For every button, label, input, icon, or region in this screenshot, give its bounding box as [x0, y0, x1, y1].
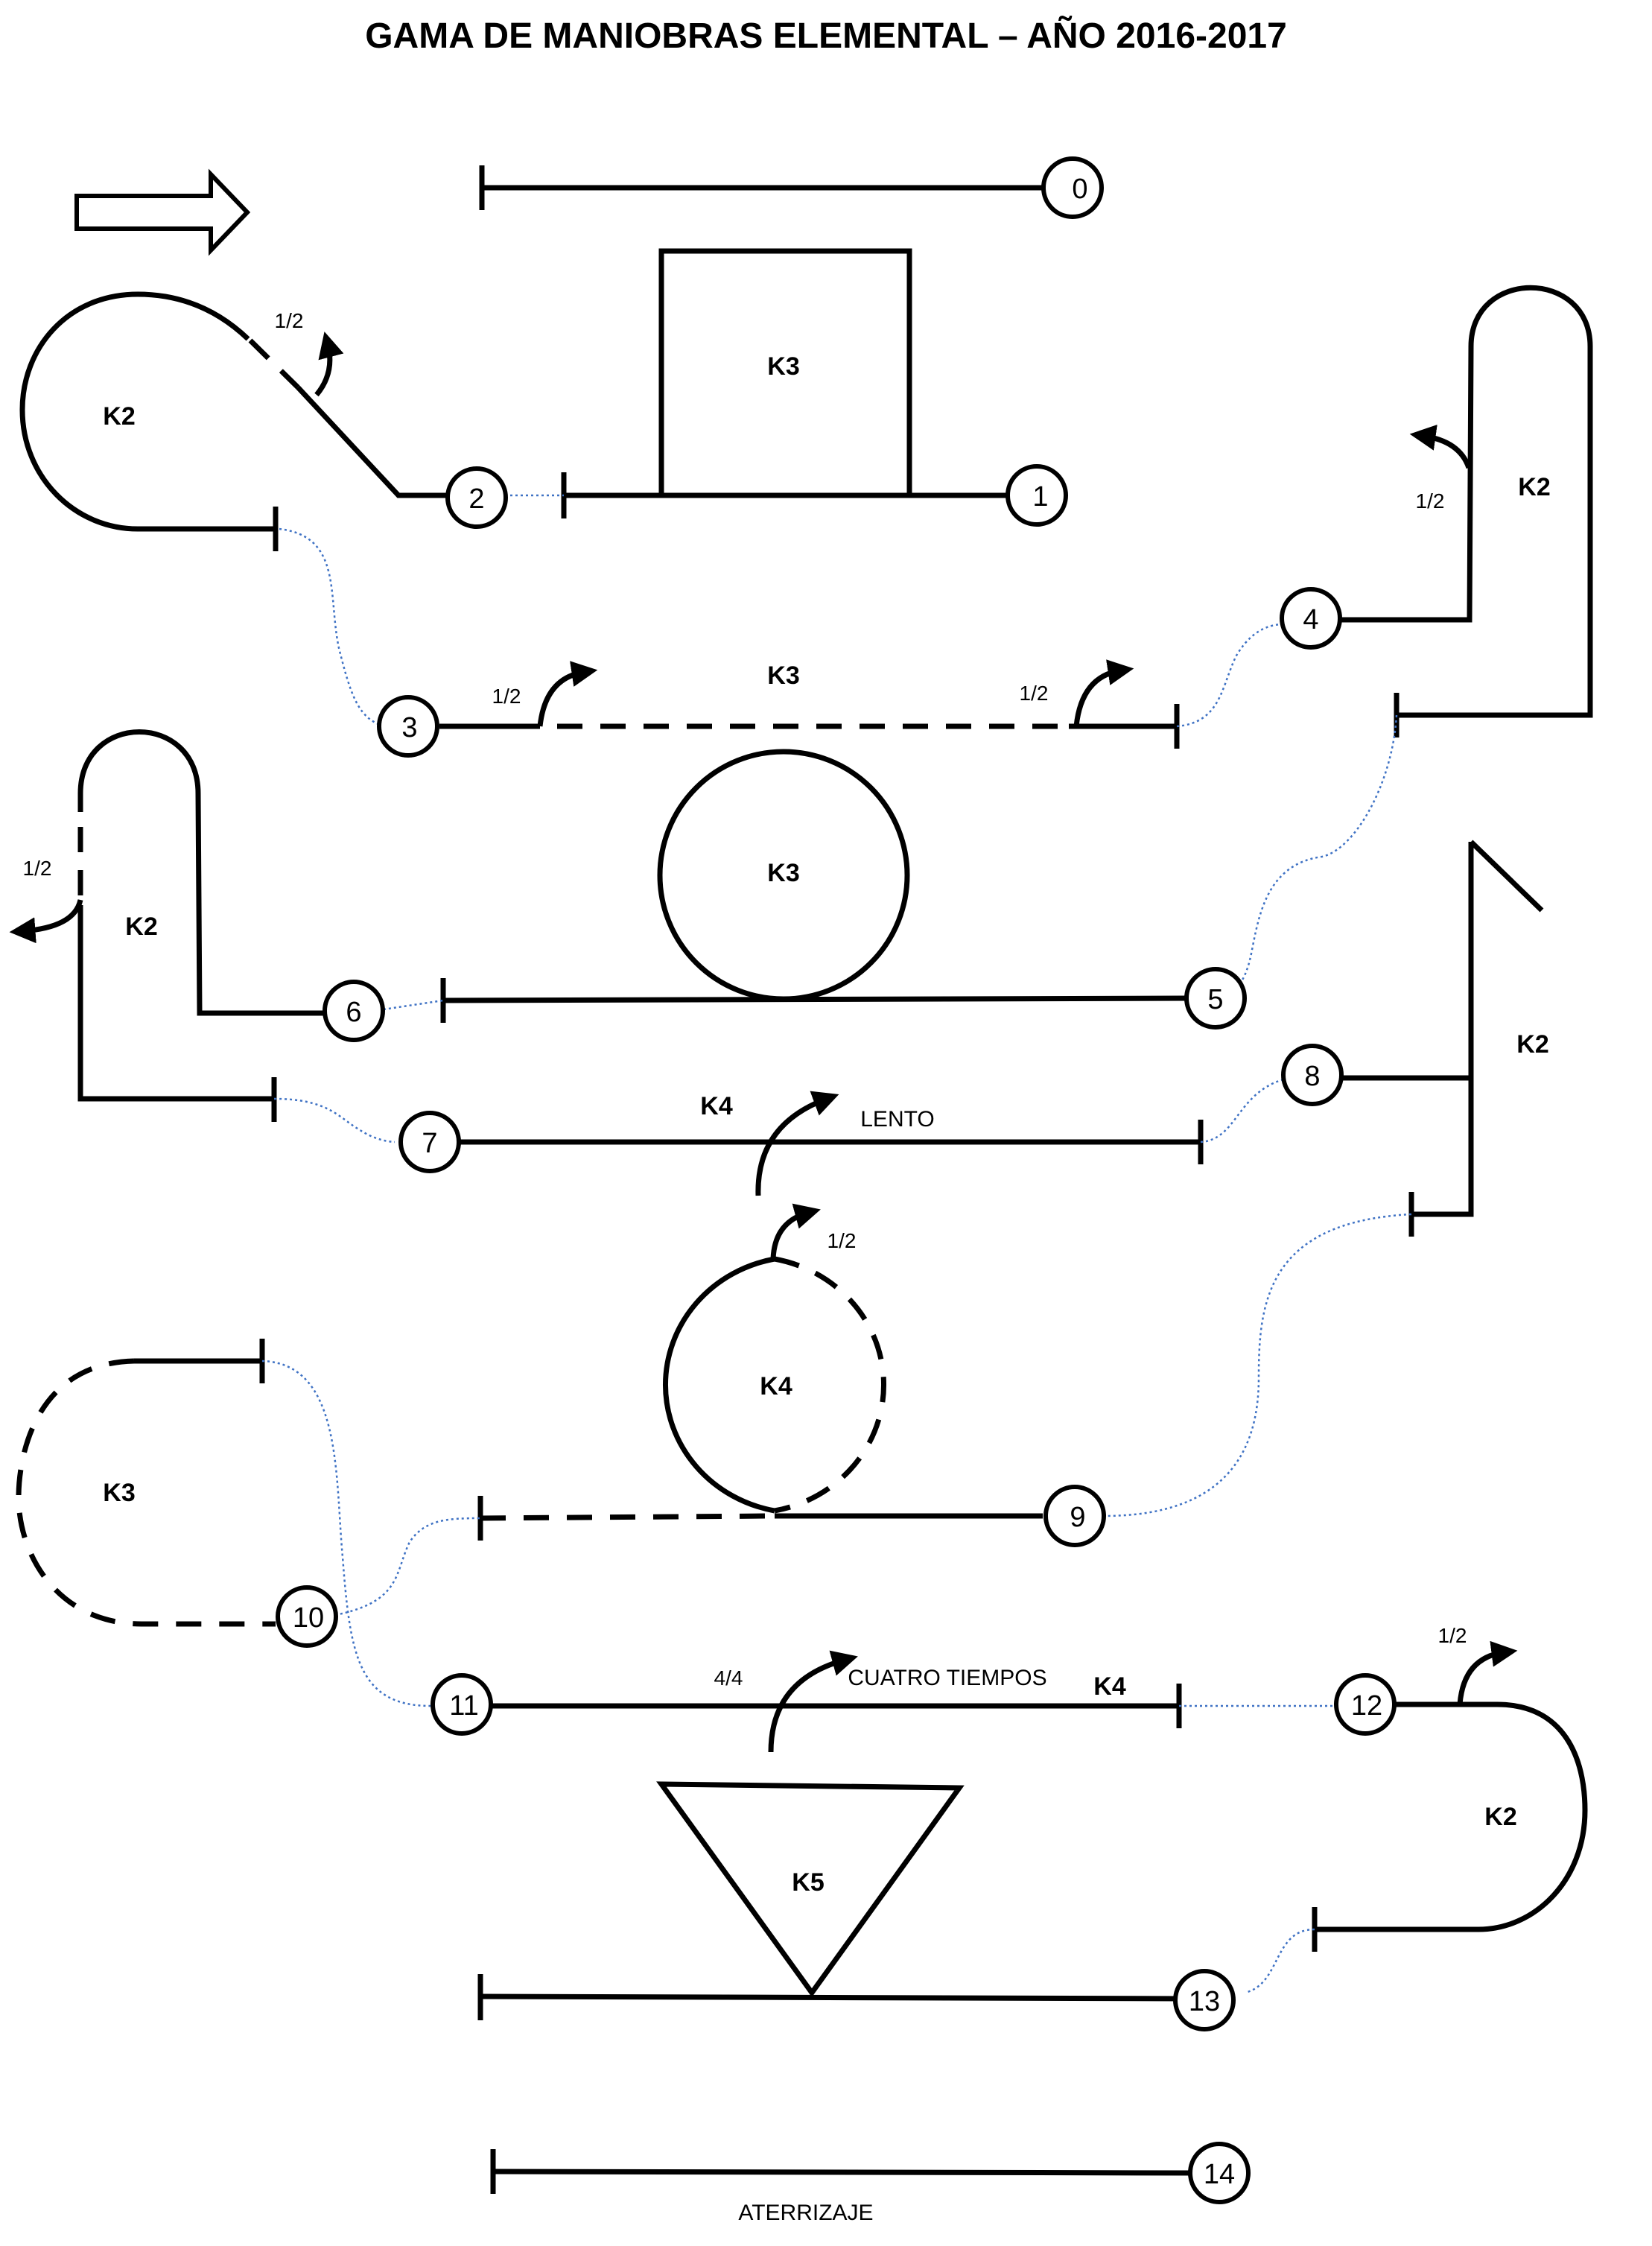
half-turn-label: 1/2 — [1020, 682, 1049, 705]
k5-triangle-label: K5 — [792, 1868, 824, 1897]
curved-turn-arrow-icon — [755, 1091, 839, 1196]
station-4: 4 — [1280, 587, 1342, 650]
curved-turn-arrow-icon — [1409, 425, 1472, 469]
k5-triangle-maneuver — [477, 1781, 1185, 2020]
station-14: 14 — [1188, 2142, 1251, 2204]
station-10: 10 — [276, 1585, 338, 1648]
station-6: 6 — [323, 980, 385, 1042]
half-turn-label: 1/2 — [827, 1229, 857, 1252]
k3-circle-label: K3 — [767, 859, 799, 887]
right-arrow-outline-icon — [74, 168, 251, 256]
lento-label: LENTO — [860, 1107, 934, 1132]
landing-line — [490, 2149, 1196, 2194]
k4-line-label: K4 — [700, 1092, 733, 1120]
k2-hairpin-left-mid — [77, 729, 328, 1122]
station-14-number: 14 — [1204, 2159, 1235, 2190]
k3-left-bottom-label: K3 — [103, 1479, 135, 1507]
k2-teardrop-top-left — [19, 291, 447, 551]
curved-turn-arrow-icon — [314, 331, 344, 397]
half-turn-label: 1/2 — [492, 685, 521, 708]
k3-left-bottom-maneuver — [16, 1339, 276, 1627]
station-12-number: 12 — [1351, 1690, 1382, 1722]
station-2: 2 — [445, 466, 508, 529]
curved-turn-arrow-icon — [537, 661, 598, 727]
k3-circle-maneuver — [440, 749, 1189, 1023]
k3-square-maneuver — [561, 248, 1007, 518]
half-turn-label: 1/2 — [23, 857, 52, 880]
station-0: 0 — [1041, 156, 1104, 219]
station-7: 7 — [398, 1111, 461, 1173]
station-2-number: 2 — [468, 483, 484, 515]
half-turn-label: 1/2 — [1416, 489, 1445, 513]
k2-right-mid-maneuver — [1341, 840, 1544, 1237]
k4-circle-label: K4 — [760, 1372, 792, 1400]
connector-paths — [261, 494, 1412, 1993]
maneuver-0-line — [479, 165, 1043, 210]
station-8: 8 — [1281, 1044, 1344, 1106]
k4-circle-maneuver — [477, 1256, 1043, 1541]
station-9: 9 — [1043, 1485, 1106, 1547]
k2-top-left-label: K2 — [103, 402, 135, 431]
station-4-number: 4 — [1303, 604, 1318, 635]
station-8-number: 8 — [1304, 1061, 1320, 1092]
station-10-number: 10 — [293, 1602, 324, 1634]
station-7-number: 7 — [422, 1128, 437, 1159]
station-3-number: 3 — [401, 712, 417, 743]
page-title: GAMA DE MANIOBRAS ELEMENTAL – AÑO 2016-2… — [365, 15, 1287, 56]
k2-right-bottom-label: K2 — [1484, 1803, 1516, 1831]
station-11: 11 — [431, 1673, 493, 1736]
curved-turn-arrow-icon — [1073, 659, 1134, 727]
k3-line-3-4 — [439, 704, 1180, 749]
station-1: 1 — [1006, 464, 1068, 527]
station-1-number: 1 — [1032, 481, 1048, 513]
station-5-number: 5 — [1207, 984, 1223, 1015]
k2-right-mid-label: K2 — [1516, 1030, 1548, 1059]
k4-line-label: K4 — [1093, 1672, 1126, 1701]
station-3: 3 — [377, 695, 439, 758]
station-9-number: 9 — [1070, 1502, 1085, 1533]
station-5: 5 — [1184, 967, 1247, 1030]
curved-turn-arrow-icon — [770, 1203, 821, 1260]
k2-right-bottom-maneuver — [1312, 1701, 1588, 1952]
curved-turn-arrow-icon — [1457, 1640, 1518, 1705]
k4-line-11 — [492, 1684, 1182, 1728]
half-turn-label: 1/2 — [275, 309, 304, 332]
four-four-label: 4/4 — [714, 1666, 743, 1690]
k2-hairpin-top-right — [1341, 285, 1593, 737]
station-13: 13 — [1173, 1969, 1236, 2031]
k2-top-right-label: K2 — [1518, 473, 1550, 501]
curved-turn-arrow-icon — [768, 1650, 858, 1753]
k3-square-label: K3 — [767, 352, 799, 381]
half-turn-label: 1/2 — [1438, 1624, 1467, 1647]
k2-left-mid-label: K2 — [125, 913, 157, 941]
cuatro-tiempos-label: CUATRO TIEMPOS — [848, 1666, 1046, 1690]
aterrizaje-label: ATERRIZAJE — [738, 2201, 873, 2225]
station-13-number: 13 — [1189, 1986, 1220, 2017]
curved-turn-arrow-icon — [9, 899, 83, 944]
station-11-number: 11 — [449, 1690, 478, 1722]
station-0-number: 0 — [1072, 174, 1087, 205]
k3-line-label: K3 — [767, 662, 799, 690]
station-6-number: 6 — [346, 997, 361, 1028]
station-12: 12 — [1334, 1673, 1397, 1736]
k4-line-7 — [447, 1120, 1204, 1164]
